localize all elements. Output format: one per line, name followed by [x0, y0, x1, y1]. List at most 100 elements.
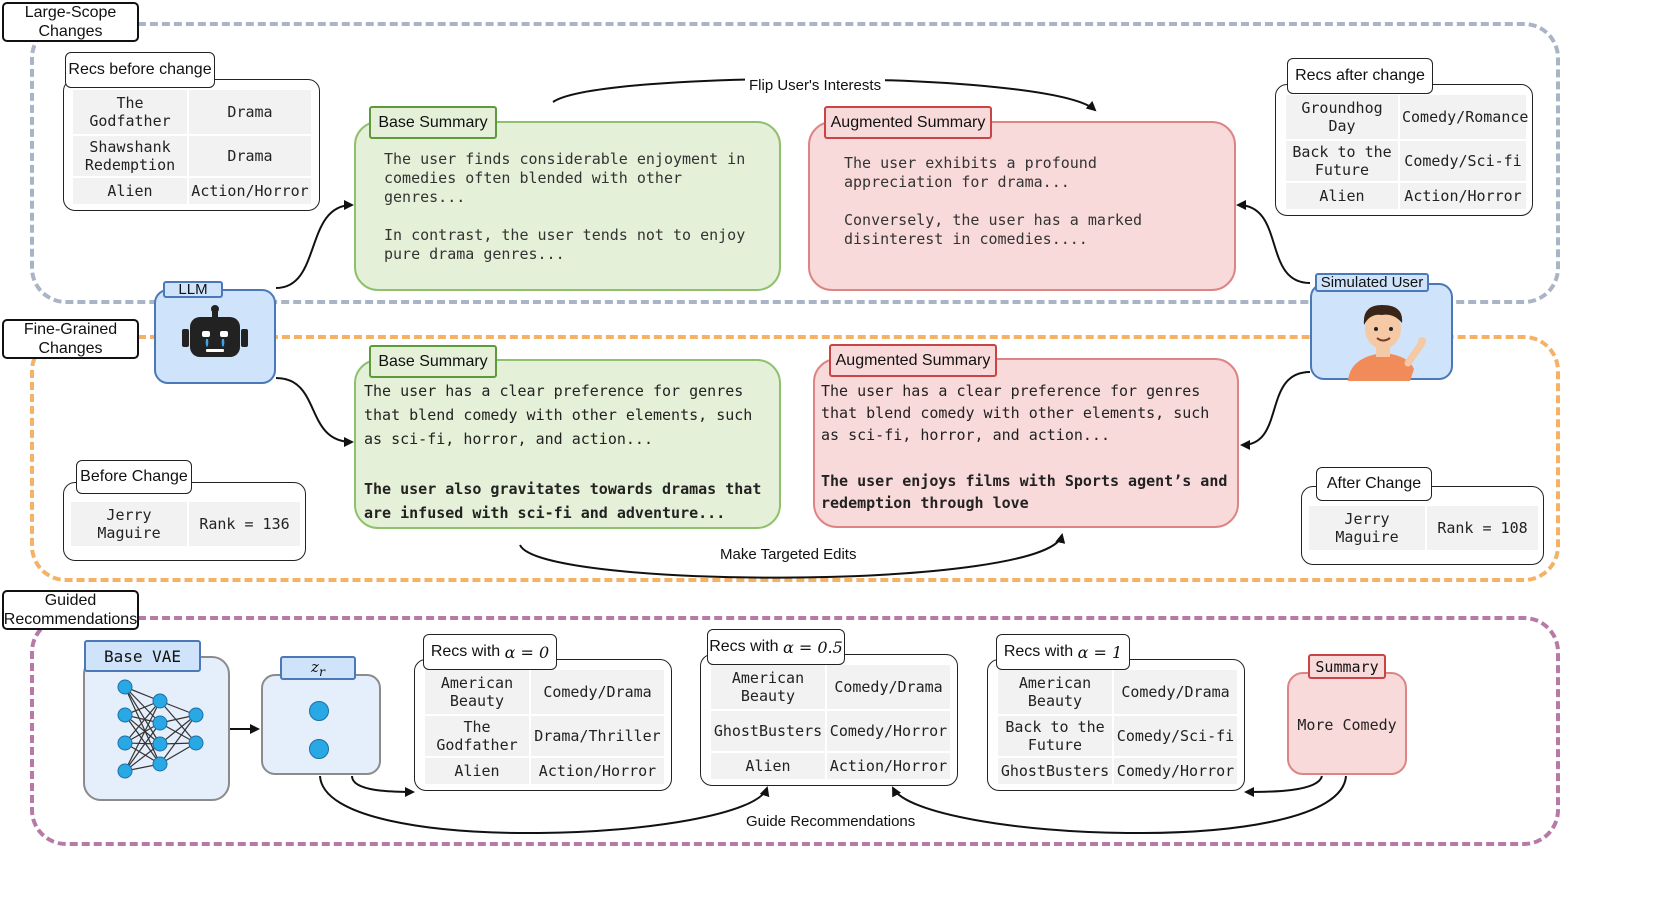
- table-cell-genre: Comedy/Horror: [825, 709, 952, 753]
- table-cell-genre: Comedy/Horror: [1112, 756, 1239, 786]
- base-vae-label: Base VAE: [84, 640, 201, 672]
- arrow-zr-to-alpha0: [351, 775, 415, 797]
- table-cell-genre: Comedy/Drama: [529, 668, 666, 716]
- table-cell-title: GhostBusters: [996, 756, 1114, 786]
- recs-alpha-1-alpha: α = 1: [1077, 642, 1123, 662]
- recs-before-table: The Godfather Drama Shawshank Redemption…: [71, 88, 313, 206]
- table-row: Alien Action/Horror: [709, 751, 952, 781]
- table-cell-title: Groundhog Day: [1284, 93, 1400, 141]
- recs-alpha-05-table: American Beauty Comedy/Drama GhostBuster…: [709, 663, 952, 781]
- augmented-summary-label: Augmented Summary: [824, 106, 992, 139]
- table-cell-title: Back to the Future: [996, 714, 1114, 758]
- simulated-user-node: [1310, 283, 1453, 381]
- fine-augmented-summary-bold-text: The user enjoys films with Sports agent’…: [821, 472, 1228, 512]
- base-vae-node: [83, 656, 230, 801]
- table-cell-genre: Comedy/Sci-fi: [1112, 714, 1239, 758]
- arrow-llm-to-base-summary: [275, 200, 354, 289]
- section-label-guided: Guided Recommendations: [2, 590, 139, 630]
- arrow-user-to-fine-augmented: [1240, 371, 1311, 450]
- table-cell-genre: Action/Horror: [529, 756, 666, 786]
- table-cell-title: Shawshank Redemption: [71, 134, 189, 178]
- guided-region: [30, 616, 1560, 846]
- table-row: GhostBusters Comedy/Horror: [709, 709, 952, 753]
- section-label-fine-grained: Fine-Grained Changes: [2, 319, 139, 359]
- table-cell-genre: Action/Horror: [187, 176, 313, 206]
- table-cell-genre: Drama/Thriller: [529, 714, 666, 758]
- table-cell-genre: Comedy/Romance: [1398, 93, 1528, 141]
- table-cell-genre: Action/Horror: [825, 751, 952, 781]
- table-row: Back to the Future Comedy/Sci-fi: [996, 714, 1239, 758]
- arrow-user-to-augmented-summary: [1236, 200, 1311, 284]
- table-cell-genre: Comedy/Sci-fi: [1398, 139, 1528, 183]
- table-cell-genre: Action/Horror: [1398, 181, 1528, 211]
- table-row: Alien Action/Horror: [423, 756, 666, 786]
- table-row: American Beauty Comedy/Drama: [423, 668, 666, 716]
- guided-summary-label: Summary: [1308, 654, 1386, 679]
- zr-label-text: zr: [311, 657, 325, 679]
- table-cell-title: Alien: [71, 176, 189, 206]
- recs-alpha-1-table: American Beauty Comedy/Drama Back to the…: [996, 668, 1239, 786]
- zr-node: [261, 674, 381, 775]
- fine-base-summary-label: Base Summary: [369, 345, 497, 378]
- table-cell-title: American Beauty: [709, 663, 827, 711]
- guided-summary-text: More Comedy: [1297, 716, 1397, 734]
- fine-augmented-summary-box: The user has a clear preference for genr…: [813, 358, 1239, 528]
- table-cell-title: Jerry Maguire: [69, 500, 189, 548]
- before-change-table: Jerry Maguire Rank = 136: [69, 500, 302, 548]
- base-summary-text: The user finds considerable enjoyment in…: [384, 150, 746, 263]
- table-cell-genre: Drama: [187, 134, 313, 178]
- edge-label-flip-interests: Flip User's Interests: [745, 77, 886, 94]
- table-cell-title: Jerry Maguire: [1307, 504, 1427, 552]
- table-cell-title: American Beauty: [423, 668, 531, 716]
- augmented-summary-text: The user exhibits a profound appreciatio…: [844, 154, 1143, 248]
- fine-augmented-summary-label: Augmented Summary: [829, 344, 997, 377]
- base-summary-box: The user finds considerable enjoyment in…: [354, 121, 781, 291]
- table-row: Shawshank Redemption Drama: [71, 134, 313, 178]
- recs-alpha-05-alpha: α = 0.5: [782, 637, 843, 657]
- table-row: American Beauty Comedy/Drama: [996, 668, 1239, 716]
- fine-augmented-summary-text: The user has a clear preference for genr…: [821, 382, 1210, 444]
- arrow-summary-to-alpha05: [892, 775, 1347, 834]
- table-cell-title: GhostBusters: [709, 709, 827, 753]
- table-cell-title: Alien: [1284, 181, 1400, 211]
- augmented-summary-box: The user exhibits a profound appreciatio…: [808, 121, 1236, 291]
- arrow-targeted-edits: [519, 533, 1066, 579]
- recs-alpha-05-prefix: Recs with: [709, 638, 783, 655]
- table-cell-title: Back to the Future: [1284, 139, 1400, 183]
- table-row: The Godfather Drama/Thriller: [423, 714, 666, 758]
- recs-alpha-05-label: Recs with α = 0.5: [707, 629, 845, 665]
- table-cell-title: Alien: [423, 756, 531, 786]
- fine-grained-region: [30, 335, 1560, 582]
- recs-before-label: Recs before change: [65, 52, 215, 88]
- llm-node: [154, 289, 276, 384]
- recs-alpha-0-prefix: Recs with: [430, 643, 505, 660]
- user-avatar-icon: [1348, 305, 1426, 381]
- table-cell-title: Alien: [709, 751, 827, 781]
- robot-icon: [182, 305, 248, 357]
- table-row: Back to the Future Comedy/Sci-fi: [1284, 139, 1528, 183]
- edge-label-targeted-edits: Make Targeted Edits: [716, 546, 861, 563]
- fine-base-summary-text: The user has a clear preference for genr…: [364, 382, 753, 448]
- latent-unit-icon: [309, 701, 329, 721]
- zr-subscript: r: [318, 663, 325, 679]
- table-row: Alien Action/Horror: [1284, 181, 1528, 211]
- table-row: Jerry Maguire Rank = 108: [1307, 504, 1540, 552]
- recs-alpha-0-alpha: α = 0: [504, 642, 550, 662]
- recs-alpha-1-prefix: Recs with: [1003, 643, 1078, 660]
- large-scope-region: [30, 22, 1560, 304]
- llm-label: LLM: [163, 281, 223, 298]
- recs-alpha-1-label: Recs with α = 1: [996, 634, 1130, 670]
- recs-alpha-0-table: American Beauty Comedy/Drama The Godfath…: [423, 668, 666, 786]
- table-row: GhostBusters Comedy/Horror: [996, 756, 1239, 786]
- section-label-large-scope: Large-Scope Changes: [2, 2, 139, 42]
- edge-label-guide-recommendations: Guide Recommendations: [742, 813, 920, 830]
- table-cell-title: The Godfather: [71, 88, 189, 136]
- recs-after-label: Recs after change: [1287, 58, 1433, 94]
- zr-label: zr: [280, 656, 356, 680]
- table-cell-title: American Beauty: [996, 668, 1114, 716]
- neural-network-icon: [117, 679, 204, 779]
- table-cell-rank: Rank = 136: [187, 500, 302, 548]
- table-row: Jerry Maguire Rank = 136: [69, 500, 302, 548]
- arrow-summary-to-alpha1: [1244, 775, 1323, 797]
- table-cell-title: The Godfather: [423, 714, 531, 758]
